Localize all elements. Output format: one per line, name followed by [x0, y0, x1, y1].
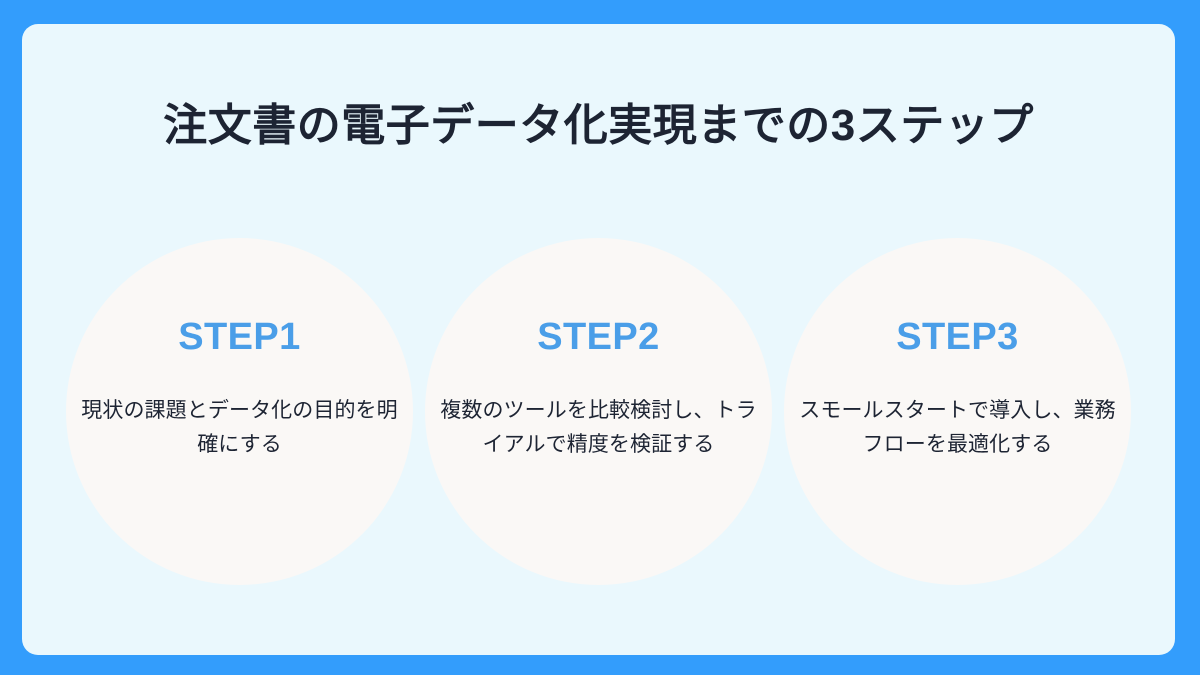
- step-label-3: STEP3: [896, 316, 1019, 358]
- step-circle-3: STEP3 スモールスタートで導入し、業務フローを最適化する: [784, 238, 1131, 585]
- step-circle-1: STEP1 現状の課題とデータ化の目的を明確にする: [66, 238, 413, 585]
- step-label-2: STEP2: [537, 316, 660, 358]
- step-description-3: スモールスタートで導入し、業務フローを最適化する: [799, 399, 1116, 457]
- page-title: 注文書の電子データ化実現までの3ステップ: [163, 101, 1034, 150]
- step-label-1: STEP1: [178, 316, 301, 358]
- steps-row: STEP1 現状の課題とデータ化の目的を明確にする STEP2 複数のツールを比…: [22, 238, 1175, 598]
- step-circle-2: STEP2 複数のツールを比較検討し、トライアルで精度を検証する: [425, 238, 772, 585]
- step-description-2: 複数のツールを比較検討し、トライアルで精度を検証する: [440, 399, 757, 457]
- content-panel: 注文書の電子データ化実現までの3ステップ STEP1 現状の課題とデータ化の目的…: [22, 24, 1175, 655]
- step-description-1: 現状の課題とデータ化の目的を明確にする: [81, 399, 398, 457]
